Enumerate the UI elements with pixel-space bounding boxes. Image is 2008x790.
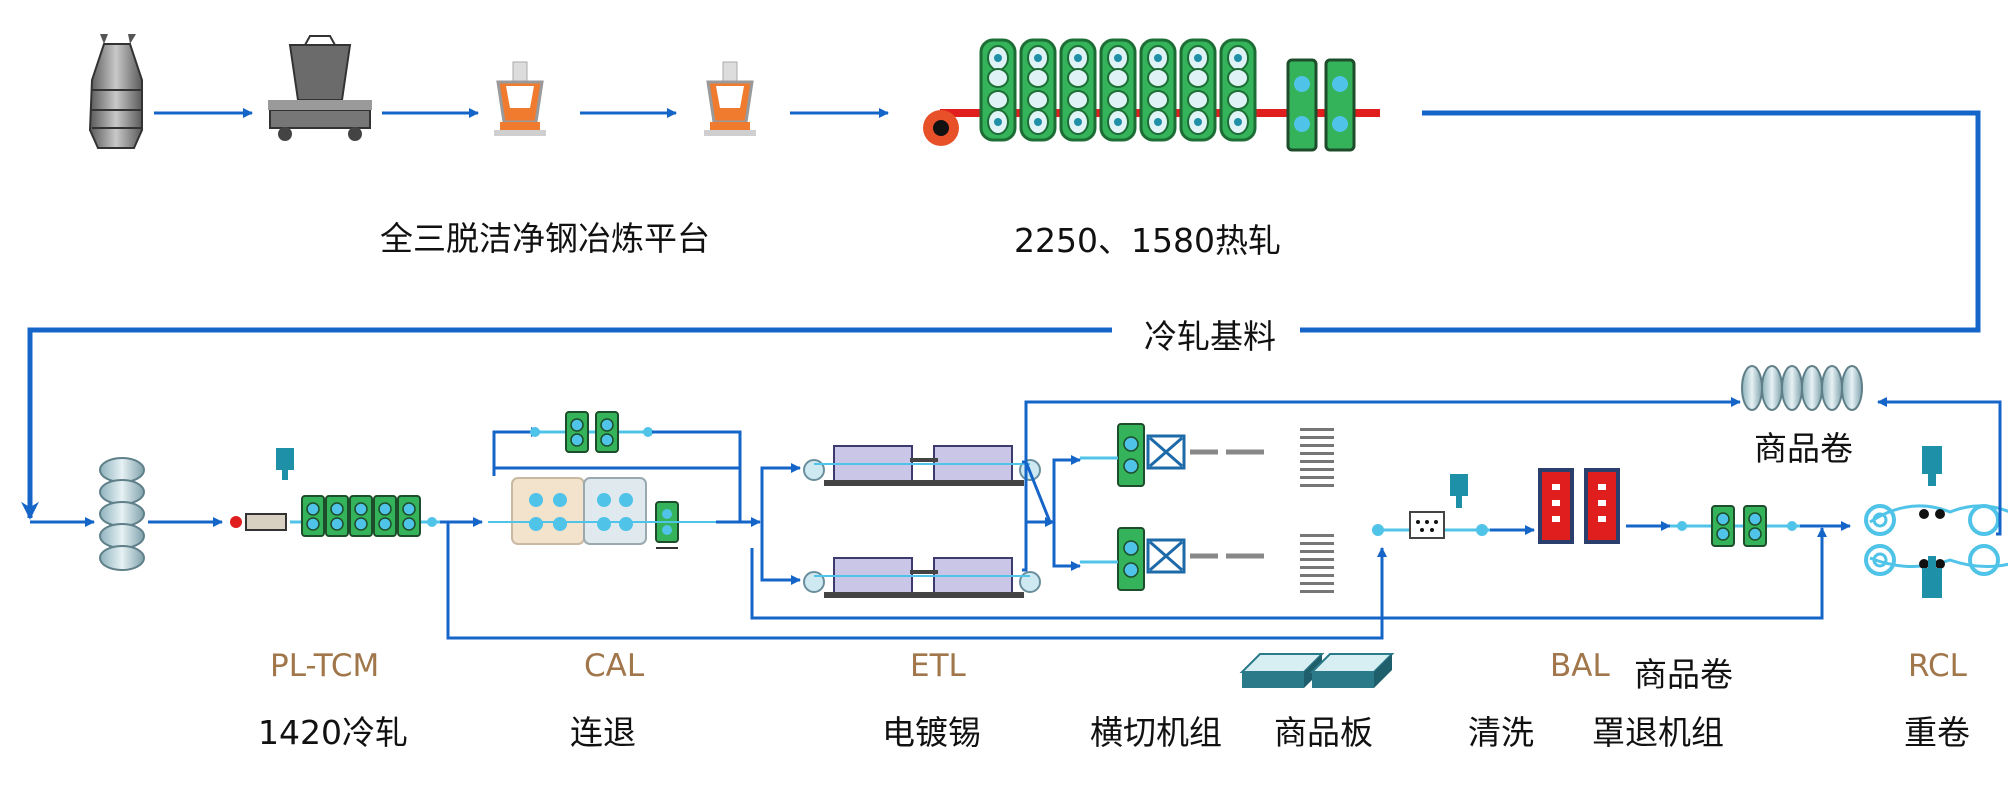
tinning-line-icon bbox=[803, 445, 1041, 487]
product-sheets-icon bbox=[1239, 653, 1395, 688]
coil-stack-icon bbox=[99, 457, 145, 571]
flow-arrow bbox=[1052, 522, 1081, 571]
return-line bbox=[1300, 110, 1981, 333]
flow-arrow bbox=[1022, 397, 1741, 464]
ladle-icon bbox=[492, 60, 548, 138]
flow-arrow bbox=[760, 522, 801, 585]
flow-arrow bbox=[760, 463, 801, 522]
flow-arrow bbox=[1052, 455, 1081, 522]
ladle-icon bbox=[702, 60, 758, 138]
tinning-line-icon bbox=[803, 557, 1041, 599]
sheet-stack-icon bbox=[1300, 534, 1334, 593]
cold-rolling-label: 1420冷轧 bbox=[258, 713, 408, 752]
flow-arrow bbox=[1877, 397, 2002, 536]
hot-rolling-mill-icon bbox=[923, 38, 1380, 152]
cut-to-length-label: 横切机组 bbox=[1090, 713, 1222, 752]
converter-icon bbox=[88, 34, 143, 149]
product-sheet-label: 商品板 bbox=[1274, 713, 1373, 752]
rcl-label: RCL bbox=[1908, 648, 1967, 684]
smelting-label: 全三脱洁净钢冶炼平台 bbox=[380, 219, 710, 258]
cal-cn-label: 连退 bbox=[570, 713, 636, 752]
cold-base-label: 冷轧基料 bbox=[1136, 310, 1284, 358]
bypass-line bbox=[494, 466, 742, 522]
cleaning-section-icon bbox=[1372, 474, 1490, 539]
hot-rolling-label: 2250、1580热轧 bbox=[1014, 221, 1281, 260]
bal-cn-label: 罩退机组 bbox=[1592, 713, 1724, 752]
return-line bbox=[21, 327, 1112, 520]
bal-label: BAL bbox=[1550, 648, 1610, 684]
tandem-cold-mill-icon bbox=[230, 448, 440, 537]
bypass-line bbox=[750, 527, 1827, 620]
product-coils-icon bbox=[1741, 365, 1863, 411]
etl-label: ETL bbox=[910, 648, 966, 684]
annealing-furnace-icon bbox=[488, 411, 742, 549]
product-coil-bal-label: 商品卷 bbox=[1634, 655, 1733, 694]
product-coil-top-label: 商品卷 bbox=[1754, 429, 1853, 468]
skin-pass-mill-icon bbox=[1670, 505, 1800, 547]
cal-label: CAL bbox=[584, 648, 645, 684]
shear-icon bbox=[1080, 424, 1264, 486]
batch-annealing-furnace-icon bbox=[1538, 468, 1620, 544]
ladle-car-icon bbox=[268, 35, 372, 141]
shear-icon bbox=[1080, 528, 1264, 590]
rcl-cn-label: 重卷 bbox=[1904, 713, 1970, 752]
bypass-line bbox=[446, 522, 1387, 640]
flow-arrow bbox=[1022, 461, 1052, 572]
sheet-stack-icon bbox=[1300, 428, 1334, 487]
cleaning-label: 清洗 bbox=[1468, 713, 1534, 752]
etl-cn-label: 电镀锡 bbox=[882, 713, 981, 752]
pl-tcm-label: PL-TCM bbox=[270, 648, 380, 684]
recoiler-icon bbox=[1864, 446, 2008, 598]
